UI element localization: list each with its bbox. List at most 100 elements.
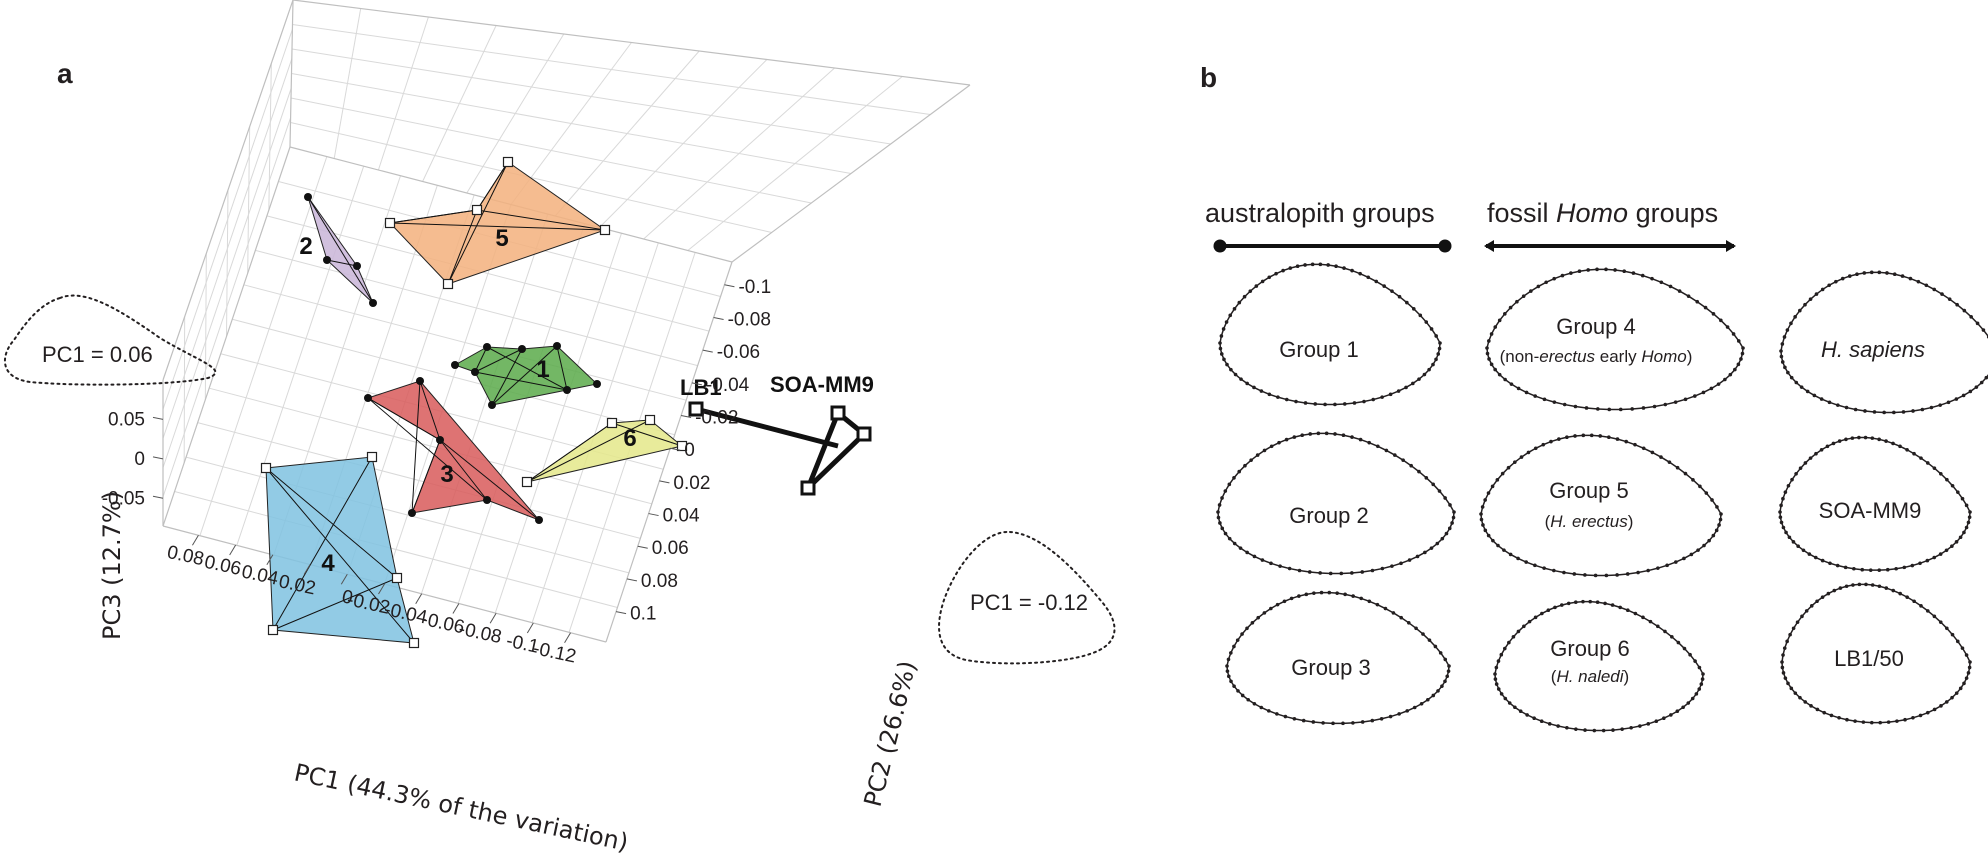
pc2-tick-label: -0.1: [738, 277, 771, 298]
outline-9-landmark: [1877, 584, 1882, 589]
plot-frame-edge: [162, 0, 294, 381]
point-group-3: [535, 516, 543, 524]
hull-edge-3: [419, 380, 441, 441]
outline-5-landmark: [1524, 560, 1528, 564]
outline-2-landmark: [1216, 515, 1221, 520]
outline-8-landmark: [1794, 471, 1798, 476]
outline-6-landmark: [1603, 601, 1607, 606]
left-wall-gridline: [226, 189, 229, 337]
outline-2-landmark: [1278, 564, 1282, 568]
outline-9-landmark: [1964, 653, 1969, 657]
outline-4-landmark: [1487, 357, 1491, 361]
group-label-5: 5: [495, 225, 508, 252]
outline-3-landmark: [1327, 590, 1332, 595]
outline-3-landmark: [1235, 638, 1240, 642]
outline-4-landmark: [1716, 382, 1721, 386]
outline-4-landmark: [1701, 390, 1706, 395]
outline-3-landmark: [1292, 716, 1297, 721]
outline-6-landmark: [1503, 696, 1508, 701]
outline-7-landmark: [1827, 283, 1831, 288]
outline-6-landmark: [1540, 611, 1544, 616]
outline-6-landmark: [1566, 601, 1571, 606]
outline-4-landmark: [1604, 267, 1608, 272]
outline-2-landmark: [1220, 526, 1225, 531]
outline-7-landmark: [1954, 397, 1959, 401]
outline-9-landmark: [1925, 710, 1930, 715]
outline-2-landmark: [1237, 469, 1242, 474]
outline-sub-group6: (H. naledi): [1551, 667, 1629, 686]
outline-1-landmark: [1429, 327, 1434, 331]
outline-2-landmark: [1360, 570, 1365, 574]
outline-6-landmark: [1507, 640, 1511, 645]
outline-8-landmark: [1968, 510, 1972, 514]
outline-1-landmark: [1219, 352, 1224, 356]
outline-4-landmark: [1659, 280, 1664, 285]
point-soa-mm9: [830, 405, 846, 421]
pc1-tick: [192, 535, 199, 546]
outline-2-landmark: [1252, 554, 1257, 559]
outline-5-landmark: [1481, 523, 1485, 527]
outline-6-landmark: [1499, 652, 1504, 657]
outline-7-landmark: [1834, 279, 1838, 284]
outline-9-landmark: [1783, 676, 1788, 680]
outline-4-landmark: [1736, 362, 1741, 367]
outline-4-landmark: [1529, 289, 1533, 293]
outline-8-landmark: [1938, 552, 1943, 556]
outline-4-landmark: [1509, 382, 1514, 386]
outline-1-landmark: [1411, 307, 1416, 311]
outline-2-landmark: [1415, 554, 1420, 559]
outline-8-landmark: [1918, 561, 1922, 566]
outline-8-landmark: [1843, 565, 1848, 570]
outline-6-landmark: [1629, 726, 1633, 730]
outline-1-landmark: [1242, 294, 1247, 299]
outline-7-landmark: [1968, 389, 1973, 394]
outline-5-landmark: [1636, 570, 1640, 575]
pc3-tick-label: -0.05: [102, 488, 145, 509]
outline-8-landmark: [1786, 484, 1791, 488]
outline-5-landmark: [1483, 498, 1487, 502]
outline-7-landmark: [1780, 360, 1785, 364]
outline-label-group6: Group 6: [1550, 636, 1630, 661]
outline-4-landmark: [1493, 325, 1498, 329]
outline-3-landmark: [1399, 615, 1404, 620]
shape-outlines-grid: [1216, 262, 1988, 733]
outline-7-landmark: [1911, 409, 1915, 413]
outline-5-landmark: [1674, 560, 1678, 564]
outline-6-landmark: [1553, 605, 1557, 610]
outline-5-landmark: [1506, 465, 1511, 470]
outline-4-landmark: [1683, 397, 1688, 402]
hull-edge-4: [272, 577, 398, 631]
outline-5-landmark: [1650, 450, 1655, 455]
outline-2-landmark: [1451, 515, 1456, 520]
outline-label-group3: Group 3: [1291, 655, 1371, 680]
outline-1-landmark: [1334, 264, 1338, 269]
plot-frame-edge: [162, 146, 291, 527]
outline-1-landmark: [1438, 341, 1442, 345]
outline-9-landmark: [1932, 614, 1937, 619]
outline-8-landmark: [1835, 563, 1840, 568]
point-group-1: [563, 386, 571, 394]
outline-6-landmark: [1539, 719, 1544, 724]
outline-7-landmark: [1885, 271, 1889, 275]
hull-edge-3: [367, 397, 441, 441]
outline-9-landmark: [1832, 588, 1837, 593]
outline-6-landmark: [1494, 682, 1499, 686]
outline-7-landmark: [1961, 393, 1966, 398]
outline-3-landmark: [1445, 674, 1450, 679]
outline-9-landmark: [1804, 609, 1809, 613]
outline-6-landmark: [1494, 665, 1499, 670]
point-soa-mm9: [800, 480, 816, 496]
outline-4-landmark: [1573, 404, 1578, 409]
outline-4-landmark: [1569, 271, 1573, 275]
outline-8-landmark: [1790, 477, 1794, 482]
outline-4-landmark: [1641, 406, 1646, 410]
outline-1-landmark: [1397, 294, 1402, 299]
outline-7-landmark: [1789, 375, 1794, 380]
outline-8-landmark: [1852, 566, 1856, 571]
shape-outline-pc1-pos: PC1 = 0.06: [4, 294, 217, 386]
outline-1-landmark: [1434, 334, 1438, 338]
outline-1-landmark: [1404, 385, 1408, 390]
outline-5-landmark: [1665, 563, 1669, 568]
point-group-6: [521, 476, 533, 488]
shape-label-pc1-neg: PC1 = -0.12: [970, 590, 1088, 615]
